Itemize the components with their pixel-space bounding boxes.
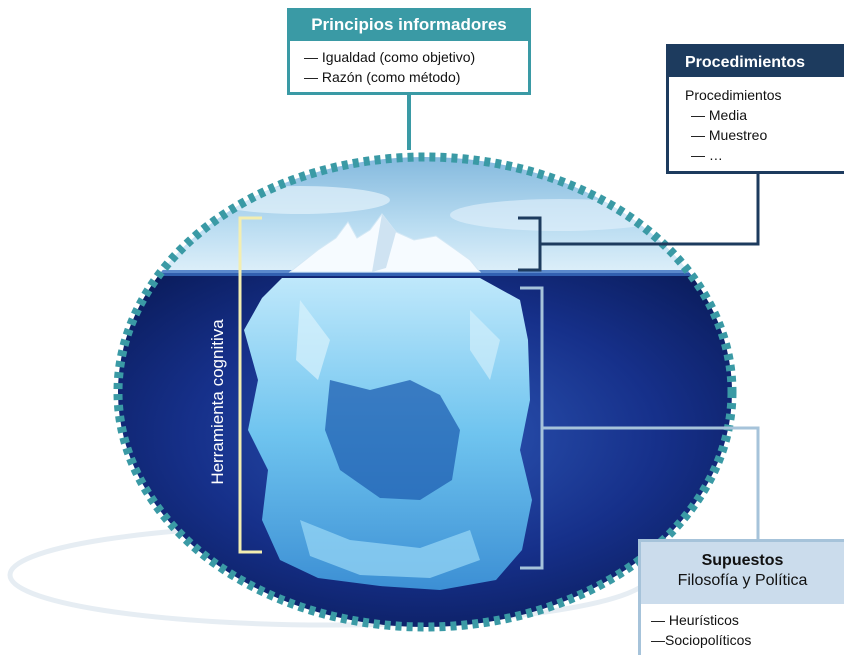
supuesto-item: —Sociopolíticos bbox=[651, 632, 752, 648]
supuestos-subtitle: Filosofía y Política bbox=[677, 572, 808, 589]
herramienta-cognitiva-label: Herramienta cognitiva bbox=[208, 319, 227, 485]
supuestos-connector bbox=[542, 426, 760, 539]
procedimiento-item: — … bbox=[691, 147, 723, 163]
procedimientos-heading: Procedimientos bbox=[685, 87, 782, 103]
procedimientos-box: Procedimientos Procedimientos — Media — … bbox=[666, 44, 844, 174]
supuestos-box: Supuestos Filosofía y Política — Heuríst… bbox=[638, 539, 844, 655]
supuestos-header: Supuestos Filosofía y Política bbox=[641, 542, 844, 604]
procedimientos-list: Procedimientos — Media — Muestreo — … bbox=[669, 77, 844, 165]
supuesto-item: — Heurísticos bbox=[651, 612, 739, 628]
procedimientos-title: Procedimientos bbox=[669, 47, 844, 77]
principio-item: — Razón (como método) bbox=[304, 69, 461, 85]
principio-item: — Igualdad (como objetivo) bbox=[304, 49, 476, 65]
oval-dotted-border bbox=[113, 152, 737, 632]
procedimiento-item: — Media bbox=[691, 107, 748, 123]
procedimiento-item: — Muestreo bbox=[691, 127, 768, 143]
principios-title: Principios informadores bbox=[290, 11, 528, 41]
procedimientos-connector bbox=[540, 174, 760, 246]
principios-list: — Igualdad (como objetivo) — Razón (como… bbox=[290, 41, 528, 87]
principios-box: Principios informadores — Igualdad (como… bbox=[287, 8, 531, 95]
herramienta-bracket bbox=[238, 216, 262, 554]
supuestos-title: Supuestos bbox=[701, 552, 784, 569]
supuestos-list: — Heurísticos —Sociopolíticos bbox=[641, 604, 844, 650]
